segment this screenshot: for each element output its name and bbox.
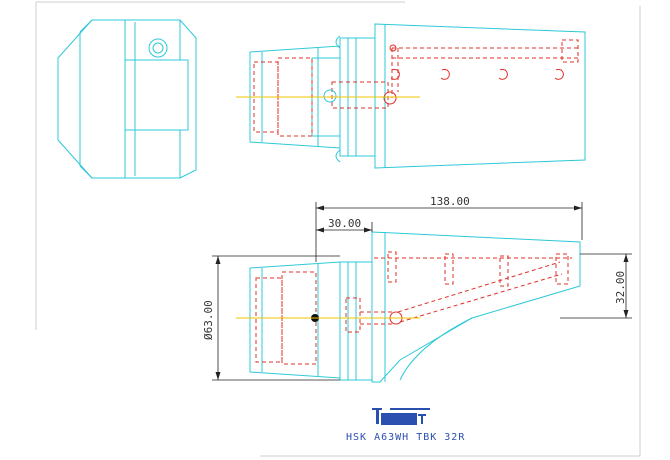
dimension-head-height: 32.00 xyxy=(560,253,632,319)
dimension-shank-length: 30.00 xyxy=(316,217,373,233)
sheet-border xyxy=(35,1,641,457)
end-view xyxy=(57,19,197,179)
dim-label-138: 138.00 xyxy=(430,195,470,208)
dimension-flange-diameter: Ø63.00 xyxy=(202,255,340,381)
dim-label-30: 30.00 xyxy=(328,217,361,230)
dim-label-63: Ø63.00 xyxy=(202,300,215,340)
tool-designation: HSK A63WH TBK 32R xyxy=(346,432,465,443)
company-logo xyxy=(372,408,430,425)
dimension-overall-length: 138.00 xyxy=(315,195,583,262)
dim-label-32: 32.00 xyxy=(614,271,627,304)
side-view-top xyxy=(236,23,586,169)
side-view-bottom xyxy=(236,231,581,383)
